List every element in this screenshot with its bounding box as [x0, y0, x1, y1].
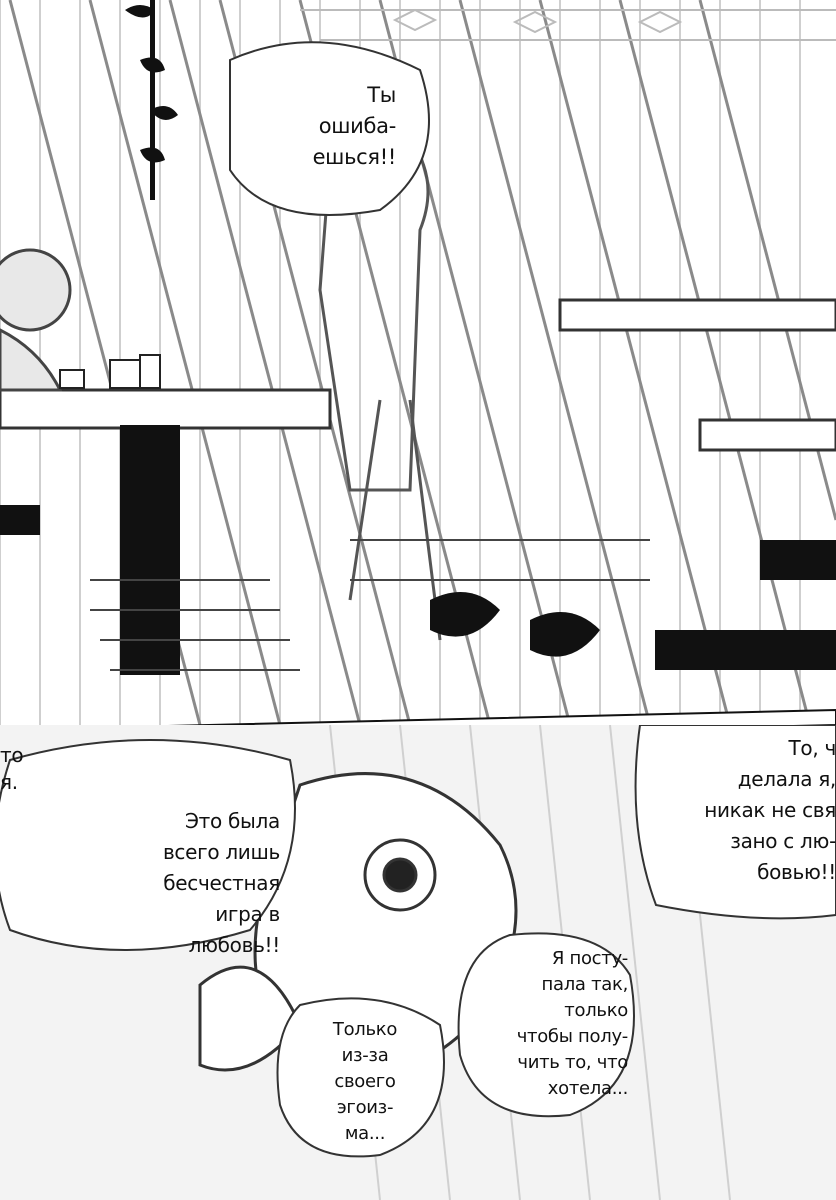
bubble-bottom-left: Это была всего лишь бесчестная игра в лю… — [162, 809, 280, 957]
top-panel — [0, 0, 836, 725]
bubble-bottom-left-edge: то я. — [0, 743, 24, 794]
bottom-panel — [0, 725, 836, 1200]
bottom-panel-art — [0, 725, 836, 1200]
bubble-whisper-right: Я посту- пала так, только чтобы полу- чи… — [516, 948, 629, 1099]
top-speech-bubble — [229, 41, 430, 216]
bubble-whisper-left: Только из-за своего эгоиз- ма... — [332, 1019, 398, 1144]
top-panel-art — [0, 0, 836, 725]
bubble-top-shout: Ты ошиба- ешься!! — [312, 83, 397, 169]
bubble-bottom-right: То, ч делала я, никак не свя зано с лю- … — [704, 736, 836, 884]
